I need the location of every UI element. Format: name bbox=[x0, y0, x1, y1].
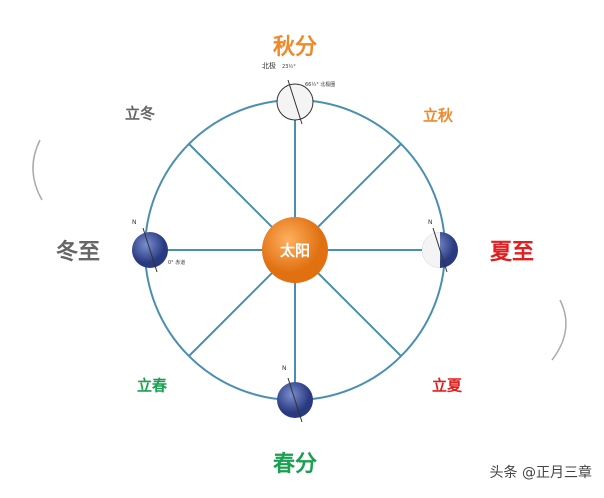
sun-label: 太阳 bbox=[279, 241, 311, 260]
earth-top bbox=[276, 79, 314, 125]
earth-right bbox=[422, 227, 458, 273]
earth-left bbox=[132, 227, 168, 273]
label-beginning-spring: 立春 bbox=[136, 376, 168, 395]
earth-bottom bbox=[277, 377, 313, 423]
north-label-left: N bbox=[132, 219, 137, 226]
label-beginning-summer: 立夏 bbox=[431, 376, 463, 395]
north-label-right: N bbox=[428, 219, 433, 226]
watermark: 头条 @正月三章 bbox=[489, 465, 592, 481]
label-spring-equinox: 春分 bbox=[272, 452, 318, 477]
label-beginning-autumn: 立秋 bbox=[422, 106, 454, 125]
curved-arrow-right bbox=[551, 299, 567, 361]
tilt-label: 23½° bbox=[282, 63, 296, 70]
curved-arrow-left bbox=[32, 139, 43, 201]
sun bbox=[262, 217, 328, 283]
label-summer-solstice: 夏至 bbox=[489, 240, 535, 265]
label-autumn-equinox: 秋分 bbox=[272, 35, 318, 60]
north-pole-label: 北极 bbox=[262, 61, 276, 70]
equator-label: 0° 赤道 bbox=[168, 259, 185, 266]
north-label-bottom: N bbox=[282, 365, 287, 372]
label-beginning-winter: 立冬 bbox=[124, 104, 156, 123]
arctic-circle-label: 66½° 北极圈 bbox=[305, 81, 335, 88]
label-winter-solstice: 冬至 bbox=[55, 240, 101, 265]
